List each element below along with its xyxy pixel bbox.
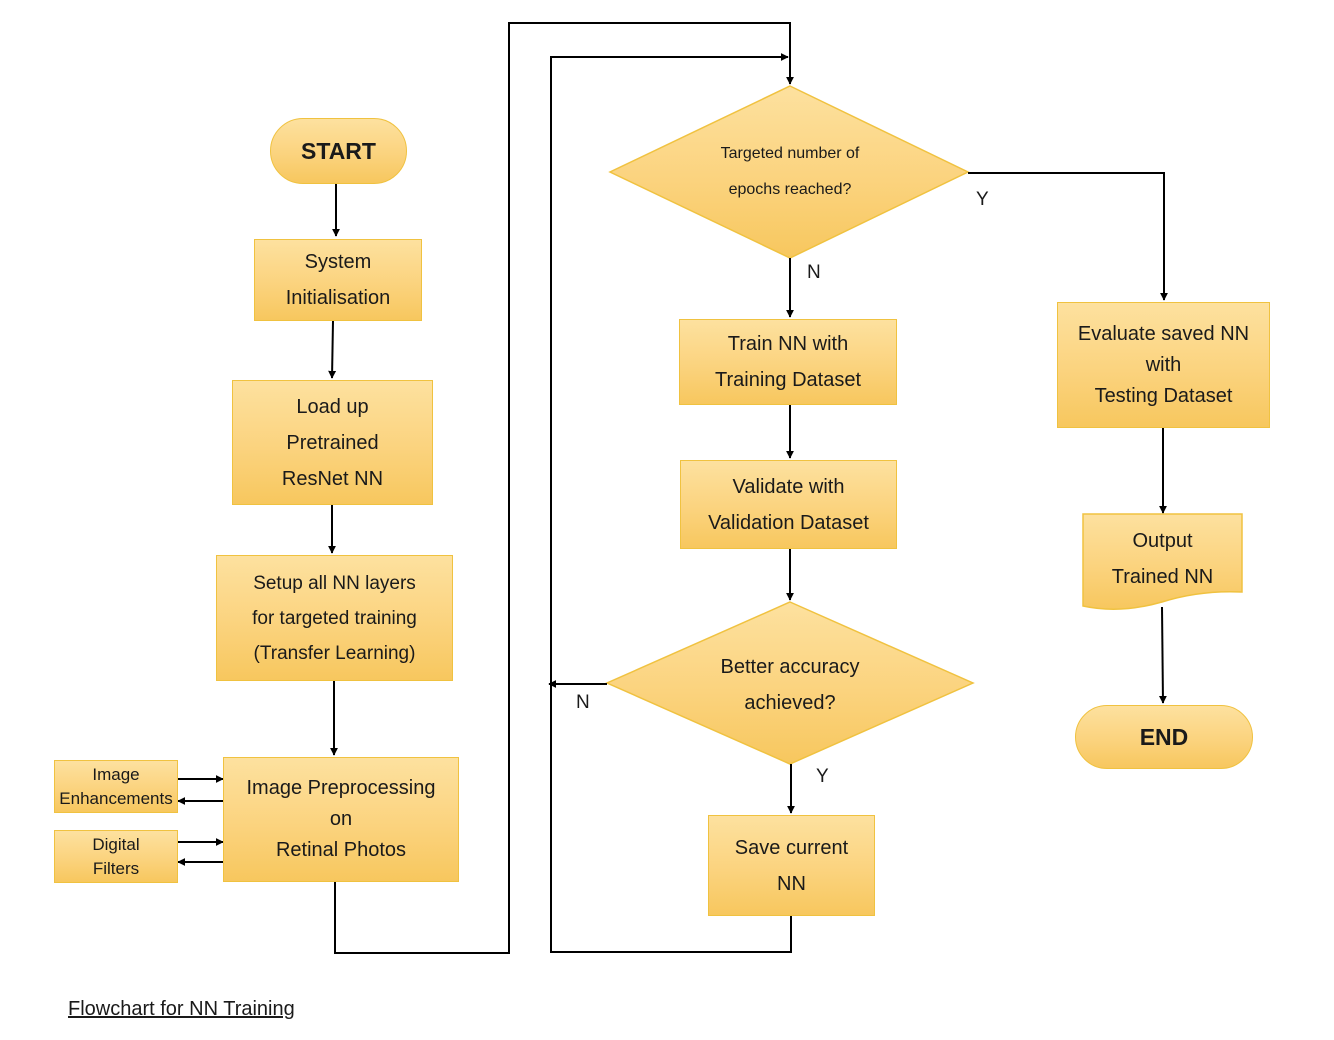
epochs-no-label: N — [807, 262, 821, 283]
save-nn-line-2: NN — [777, 872, 806, 895]
evaluate-line-1: Evaluate saved NN — [1077, 322, 1250, 345]
setup-layers-line-1: Setup all NN layers — [253, 572, 416, 594]
image-enhancements-box: Image Enhancements — [54, 760, 178, 813]
image-preprocessing-line-3: Retinal Photos — [275, 839, 407, 861]
train-nn-line-1: Train NN with — [727, 333, 849, 355]
evaluate-line-3: Testing Dataset — [1094, 384, 1233, 407]
train-nn-box: Train NN with Training Dataset — [679, 319, 897, 405]
connector-init-to-load — [328, 320, 337, 379]
setup-layers-line-2: for targeted training — [252, 607, 417, 629]
output-line-2: Trained NN — [1111, 566, 1214, 588]
image-preprocessing-box: Image Preprocessing on Retinal Photos — [223, 757, 459, 882]
train-nn-line-2: Training Dataset — [715, 369, 861, 391]
accuracy-decision-line-2: achieved? — [744, 692, 836, 714]
epochs-yes-label: Y — [976, 189, 989, 210]
flowchart-caption: Flowchart for NN Training — [68, 998, 295, 1020]
digital-filters-box: Digital Filters — [54, 830, 178, 883]
system-init-line-1: System — [304, 251, 372, 273]
end-terminal: END — [1075, 705, 1253, 769]
start-terminal: START — [270, 118, 407, 184]
digital-filters-line-1: Digital — [92, 834, 140, 854]
image-preprocessing-line-1: Image Preprocessing — [246, 777, 436, 799]
image-enhancements-line-1: Image — [92, 764, 140, 784]
validate-line-1: Validate with — [732, 475, 845, 498]
accuracy-decision-text: Better accuracy achieved? — [680, 649, 900, 721]
connector-epochs-yes-to-evaluate — [968, 172, 1168, 301]
output-line-1: Output — [1132, 530, 1193, 552]
evaluate-box: Evaluate saved NN with Testing Dataset — [1057, 302, 1270, 428]
accuracy-no-label: N — [576, 692, 590, 713]
epochs-decision-text: Targeted number of epochs reached? — [660, 136, 920, 208]
start-label: START — [301, 138, 376, 164]
save-nn-box: Save current NN — [708, 815, 875, 916]
load-resnet-box: Load up Pretrained ResNet NN — [232, 380, 433, 505]
connector-save-loop-to-epochs — [550, 53, 792, 953]
load-resnet-line-1: Load up — [296, 395, 369, 418]
setup-layers-line-3: (Transfer Learning) — [253, 642, 416, 664]
save-nn-line-1: Save current — [734, 836, 849, 859]
system-init-line-2: Initialisation — [285, 287, 391, 309]
digital-filters-line-2: Filters — [92, 858, 140, 878]
epochs-decision-line-1: Targeted number of — [720, 145, 860, 162]
validate-box: Validate with Validation Dataset — [680, 460, 897, 549]
system-initialisation-box: System Initialisation — [254, 239, 422, 321]
end-label: END — [1139, 724, 1189, 750]
epochs-decision-line-2: epochs reached? — [728, 181, 852, 198]
image-preprocessing-line-2: on — [329, 808, 353, 830]
validate-line-2: Validation Dataset — [708, 511, 869, 534]
connector-output-to-end — [1158, 606, 1167, 704]
accuracy-yes-label: Y — [816, 766, 829, 787]
evaluate-line-2: with — [1145, 353, 1182, 376]
load-resnet-line-3: ResNet NN — [281, 467, 384, 490]
setup-layers-box: Setup all NN layers for targeted trainin… — [216, 555, 453, 681]
output-text: Output Trained NN — [1083, 523, 1242, 595]
output-document-shape — [1082, 513, 1243, 610]
connector-preprocess-to-epochs — [334, 22, 794, 954]
accuracy-decision-line-1: Better accuracy — [720, 656, 860, 678]
load-resnet-line-2: Pretrained — [286, 431, 379, 454]
image-enhancements-line-2: Enhancements — [59, 788, 173, 808]
